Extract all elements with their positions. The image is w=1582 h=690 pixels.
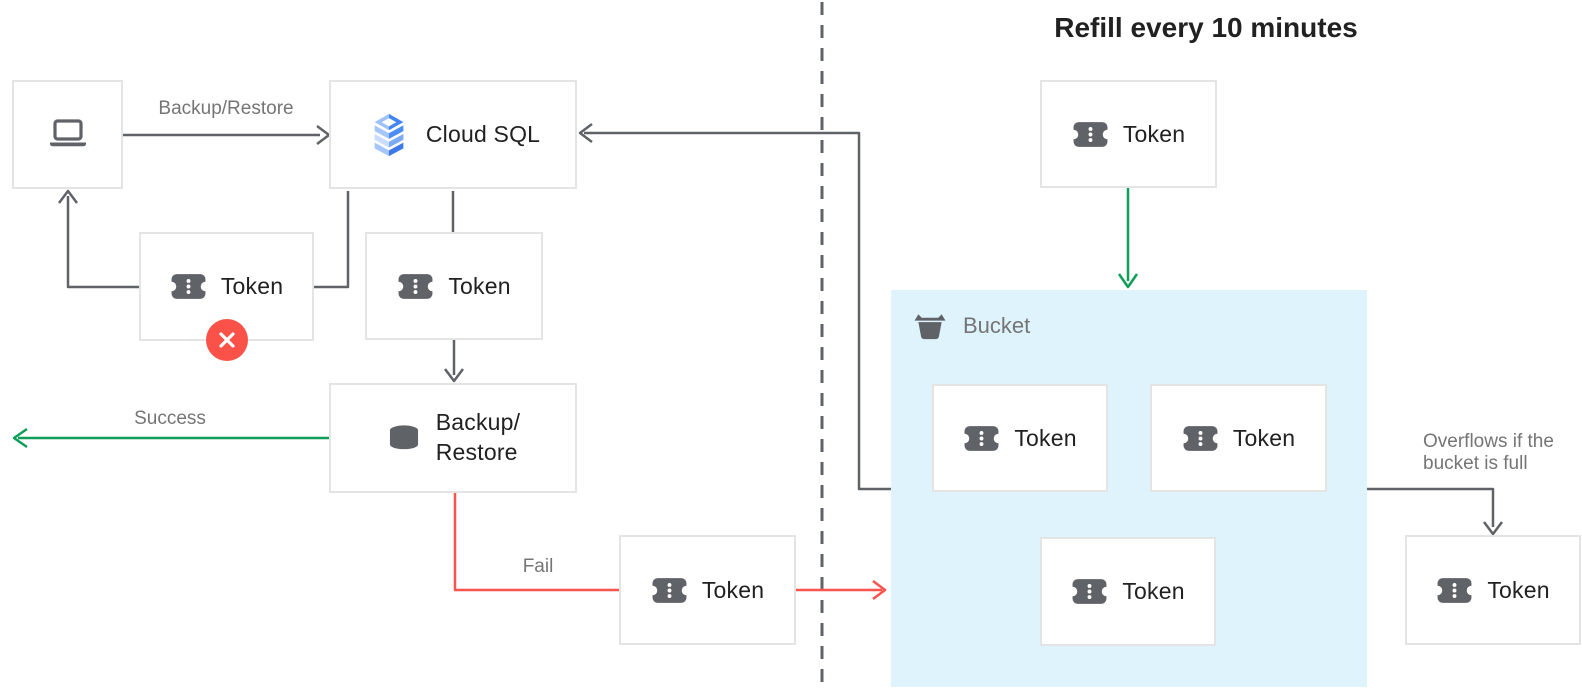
token-node-bucket-1: Token <box>932 384 1108 492</box>
refill-title: Refill every 10 minutes <box>1054 12 1358 43</box>
token-label: Token <box>1122 120 1186 147</box>
token-label: Token <box>701 576 765 603</box>
connector-fail <box>453 493 619 592</box>
client-node <box>12 80 123 189</box>
backup-restore-node: Backup/ Restore <box>329 383 577 493</box>
arrow-token-rejected-to-client <box>58 189 139 289</box>
edge-label-success: Success <box>134 408 206 429</box>
token-label: Token <box>1487 576 1550 603</box>
token-label: Token <box>1122 578 1185 604</box>
token-node-fail: Token <box>619 535 796 645</box>
arrow-bucket-to-cloudsql <box>578 123 891 491</box>
token-node-bucket-3: Token <box>1040 537 1216 646</box>
token-node-overflow: Token <box>1405 535 1581 645</box>
arrow-refill <box>1117 188 1139 289</box>
database-icon <box>386 423 422 454</box>
edge-label-fail: Fail <box>522 556 554 577</box>
token-node-rejected: Token <box>139 232 314 341</box>
edge-label-overflow: Overflows if the bucket is full <box>1423 431 1554 474</box>
arrow-fail-to-bucket <box>796 580 887 600</box>
token-icon <box>170 271 207 302</box>
token-icon <box>651 575 688 606</box>
cloud-sql-label: Cloud SQL <box>425 121 541 147</box>
token-icon <box>1436 575 1473 606</box>
token-label: Token <box>1014 424 1077 451</box>
token-icon <box>397 271 434 302</box>
cloud-sql-icon <box>366 112 412 158</box>
token-icon <box>1072 119 1109 150</box>
token-node-refill: Token <box>1040 80 1217 188</box>
cloud-sql-node: Cloud SQL <box>329 80 577 189</box>
arrow-success <box>12 427 329 449</box>
token-label: Token <box>220 273 284 299</box>
edge-label-backup-restore: Backup/Restore <box>158 98 294 119</box>
arrow-token-to-backup <box>444 340 464 383</box>
arrow-overflow-to-token <box>1367 487 1503 536</box>
token-label: Token <box>448 272 511 299</box>
arrow-client-to-cloudsql <box>123 125 331 145</box>
laptop-icon <box>45 115 91 155</box>
token-label: Token <box>1232 424 1296 451</box>
bucket-header: Bucket <box>912 310 1030 341</box>
error-badge <box>206 319 248 361</box>
backup-restore-label: Backup/ Restore <box>435 409 521 465</box>
close-icon <box>219 332 235 348</box>
token-node-bucket-2: Token <box>1150 384 1327 492</box>
connector-token-rejected-to-cloudsql <box>314 191 350 289</box>
bucket-label: Bucket <box>963 312 1031 338</box>
token-node-request: Token <box>365 232 543 340</box>
bucket-region: Bucket Token Token Token <box>891 290 1367 687</box>
